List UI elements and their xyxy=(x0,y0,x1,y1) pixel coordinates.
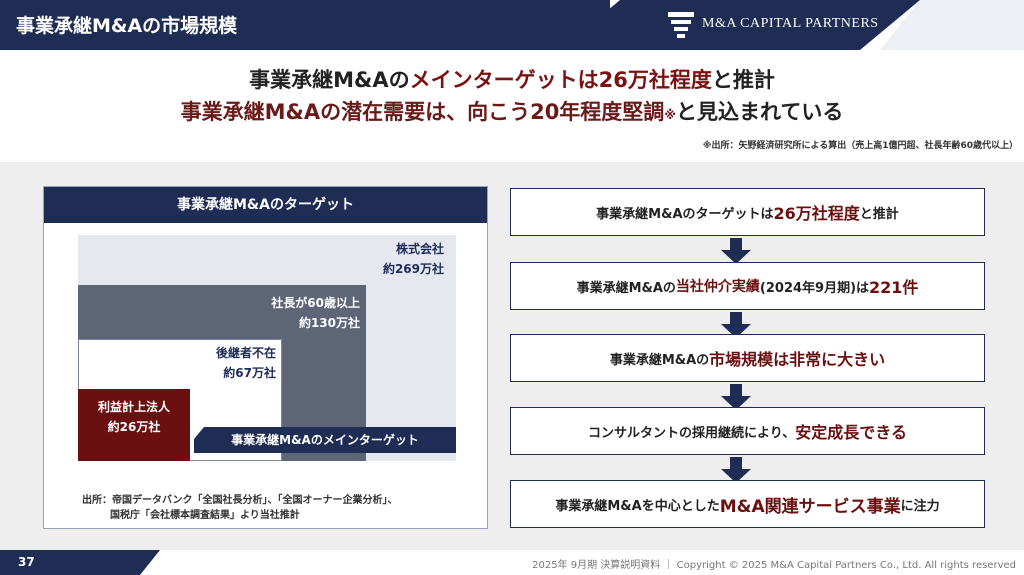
flow-5-text: 事業承継M&Aを中心とした xyxy=(555,498,720,514)
flow-2-emphasis: 当社仲介実績 xyxy=(675,279,760,295)
ceo-60-label-count: 約130万社 xyxy=(298,316,360,330)
footer: 37 2025年 9月期 決算説明資料 ｜ Copyright © 2025 M… xyxy=(0,550,1024,575)
target-panel-title: 事業承継M&Aのターゲット xyxy=(44,187,487,223)
no-heir-label-count: 約67万社 xyxy=(223,366,276,380)
copyright: 2025年 9月期 決算説明資料 ｜ Copyright © 2025 M&A … xyxy=(532,560,1016,571)
page-number: 37 xyxy=(18,555,35,569)
company-logo: M&A CAPITAL PARTNERS xyxy=(668,10,879,38)
headline2-text: 事業承継M&Aの潜在需要は、向こう20年程度堅調 xyxy=(180,100,665,124)
logo-band xyxy=(560,0,920,50)
ceo-60-label: 社長が60歳以上 約130万社 xyxy=(271,293,360,333)
flow-arrow-1-icon xyxy=(721,238,751,266)
headline2-note-mark: ※ xyxy=(664,108,676,122)
source-line-2: 国税庁「会社標本調査結果」より当社推計 xyxy=(110,510,300,521)
flow-2-emphasis-count: 221件 xyxy=(869,278,919,297)
flow-step-3: 事業承継M&Aの市場規模は非常に大きい xyxy=(510,334,985,382)
flow-1-emphasis: 26万社程度 xyxy=(773,204,860,223)
target-nested-chart: 株式会社 約269万社 社長が60歳以上 約130万社 後継者不在 約67万社 … xyxy=(78,235,456,461)
source-line-1: 出所：帝国データバンク「全国社長分析」、「全国オーナー企業分析」、 xyxy=(82,495,398,506)
flow-3-emphasis: 市場規模は非常に大きい xyxy=(709,350,886,369)
profit-corp-block xyxy=(78,389,190,461)
headline1-prefix: 事業承継M&Aの xyxy=(249,68,410,92)
flow-5-emphasis: M&A関連サービス事業 xyxy=(719,496,901,517)
main-target-bar: 事業承継M&Aのメインターゲット xyxy=(194,427,456,453)
footer-page-band xyxy=(0,550,160,575)
headline-potential-demand: 事業承継M&Aの潜在需要は、向こう20年程度堅調※と見込まれている xyxy=(0,96,1024,126)
flow-1-text: 事業承継M&Aのターゲットは xyxy=(596,206,774,222)
profit-corp-label-name: 利益計上法人 xyxy=(97,400,170,414)
target-panel: 事業承継M&Aのターゲット 株式会社 約269万社 社長が60歳以上 約130万… xyxy=(43,186,488,529)
logo-mark-icon xyxy=(668,10,694,38)
flow-3-text: 事業承継M&Aの xyxy=(609,352,710,368)
flow-4-emphasis: 安定成長できる xyxy=(795,423,907,442)
profit-corp-label-count: 約26万社 xyxy=(107,420,161,434)
logo-text: M&A CAPITAL PARTNERS xyxy=(702,16,879,31)
flow-arrow-3-icon xyxy=(721,384,751,412)
headline1-highlight: メインターゲットは26万社程度 xyxy=(409,68,712,92)
headline-source-note: ※出所：矢野経済研究所による算出（売上高1億円超、社長年齢60歳代以上） xyxy=(702,141,1018,151)
corp-label-count: 約269万社 xyxy=(382,262,444,276)
flow-arrow-4-icon xyxy=(721,457,751,485)
headline1-suffix: と推計 xyxy=(711,68,775,92)
slide-title: 事業承継M&Aの市場規模 xyxy=(16,15,238,37)
flow-step-4: コンサルタントの採用継続により、安定成長できる xyxy=(510,407,985,455)
corp-label: 株式会社 約269万社 xyxy=(383,239,444,279)
no-heir-label-name: 後継者不在 xyxy=(215,346,276,360)
target-panel-source: 出所：帝国データバンク「全国社長分析」、「全国オーナー企業分析」、 国税庁「会社… xyxy=(82,493,398,523)
flow-4-text: コンサルタントの採用継続により、 xyxy=(588,425,796,441)
flow-2-mid: (2024年9月期)は xyxy=(759,280,870,296)
top-header: 事業承継M&Aの市場規模 M&A CAPITAL PARTNERS xyxy=(0,0,1024,50)
headline-main-target: 事業承継M&Aのメインターゲットは26万社程度と推計 xyxy=(0,64,1024,94)
no-heir-label: 後継者不在 約67万社 xyxy=(216,343,276,383)
title-band xyxy=(0,0,610,50)
headline2-suffix: と見込まれている xyxy=(675,100,844,124)
corp-label-name: 株式会社 xyxy=(395,242,444,256)
flow-2-text: 事業承継M&Aの xyxy=(576,280,676,296)
profit-corp-label: 利益計上法人 約26万社 xyxy=(78,397,190,437)
ceo-60-label-name: 社長が60歳以上 xyxy=(271,296,360,310)
flow-1-suffix: と推計 xyxy=(859,206,899,222)
flow-5-suffix: に注力 xyxy=(900,498,940,514)
